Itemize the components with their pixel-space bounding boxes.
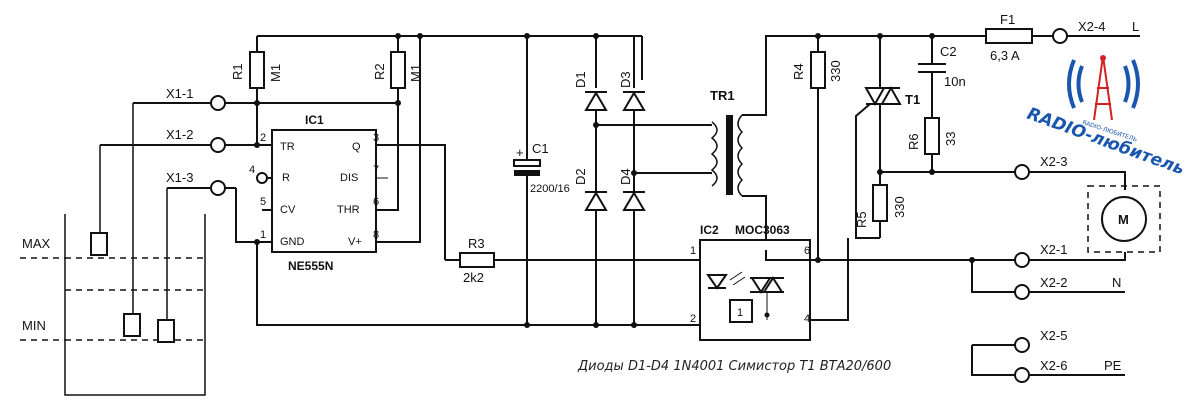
x1-connector: X1-1 X1-2 X1-3 bbox=[100, 86, 226, 196]
ic2-moc3063: IC2 MOC3063 1 2 6 4 1 bbox=[690, 223, 849, 341]
svg-text:X2-1: X2-1 bbox=[1040, 242, 1067, 257]
resistor-r5: R5 330 bbox=[854, 172, 907, 238]
max-label: MAX bbox=[22, 236, 51, 251]
svg-text:IC2: IC2 bbox=[700, 223, 719, 237]
svg-text:5: 5 bbox=[260, 196, 266, 208]
svg-text:TR: TR bbox=[280, 141, 295, 153]
svg-text:3: 3 bbox=[373, 132, 379, 144]
svg-text:1: 1 bbox=[260, 229, 266, 241]
svg-text:4: 4 bbox=[804, 313, 810, 325]
svg-text:330: 330 bbox=[892, 196, 907, 218]
min-label: MIN bbox=[22, 318, 46, 333]
svg-text:X2-2: X2-2 bbox=[1040, 275, 1067, 290]
fuse-f1: F1 6,3 A X2-4 L bbox=[880, 12, 1140, 63]
parts-note: Диоды D1-D4 1N4001 Симистор Т1 ВТА20/600 bbox=[577, 359, 891, 374]
svg-text:R6: R6 bbox=[906, 133, 921, 150]
diode-bridge: D1 D3 D2 D4 bbox=[573, 36, 646, 328]
svg-text:R5: R5 bbox=[854, 211, 869, 228]
svg-text:T1: T1 bbox=[905, 92, 920, 107]
svg-text:+: + bbox=[516, 145, 524, 160]
svg-text:1: 1 bbox=[690, 245, 696, 257]
svg-text:D2: D2 bbox=[573, 168, 588, 185]
svg-text:6,3 A: 6,3 A bbox=[990, 48, 1020, 63]
line-label-l: L bbox=[1132, 19, 1139, 34]
svg-text:V+: V+ bbox=[348, 236, 362, 248]
svg-text:R: R bbox=[282, 172, 290, 184]
svg-text:THR: THR bbox=[337, 204, 360, 216]
x1-2-label: X1-2 bbox=[166, 127, 193, 142]
svg-text:GND: GND bbox=[280, 236, 305, 248]
svg-text:M1: M1 bbox=[268, 64, 283, 82]
svg-text:TR1: TR1 bbox=[710, 88, 735, 103]
svg-text:Q: Q bbox=[352, 141, 361, 153]
svg-text:M: M bbox=[1118, 212, 1129, 227]
svg-text:2: 2 bbox=[690, 313, 696, 325]
capacitor-c1: + C1 2200/16 bbox=[513, 36, 570, 328]
svg-text:R4: R4 bbox=[791, 63, 806, 80]
x1-3-label: X1-3 bbox=[166, 170, 193, 185]
svg-text:D3: D3 bbox=[618, 71, 633, 88]
resistor-r1: R1 M1 bbox=[225, 36, 283, 145]
svg-text:IC1: IC1 bbox=[305, 113, 324, 127]
svg-text:2200/16: 2200/16 bbox=[530, 183, 570, 195]
probe-common bbox=[157, 319, 175, 343]
svg-text:X2-3: X2-3 bbox=[1040, 154, 1067, 169]
svg-text:X2-5: X2-5 bbox=[1040, 328, 1067, 343]
water-tank: MAX MIN bbox=[20, 214, 206, 396]
snubber-c2-r6: C2 10n R6 33 bbox=[880, 33, 1016, 175]
svg-text:4: 4 bbox=[249, 164, 255, 176]
resistor-r4: R4 330 bbox=[791, 33, 843, 263]
svg-text:C2: C2 bbox=[940, 44, 957, 59]
svg-text:10n: 10n bbox=[944, 74, 966, 89]
svg-text:N: N bbox=[1112, 275, 1121, 290]
svg-text:R1: R1 bbox=[230, 63, 245, 80]
svg-text:D1: D1 bbox=[573, 71, 588, 88]
svg-text:PE: PE bbox=[1104, 358, 1122, 373]
probe-max bbox=[90, 232, 108, 256]
svg-text:6: 6 bbox=[804, 245, 810, 257]
svg-text:DIS: DIS bbox=[340, 172, 358, 184]
svg-text:D4: D4 bbox=[618, 168, 633, 185]
svg-text:8: 8 bbox=[373, 229, 379, 241]
level-probes bbox=[90, 103, 175, 343]
x2-4-label: X2-4 bbox=[1078, 19, 1105, 34]
x2-connector: X2-3 X2-1 X2-2 N X2-5 X2-6 PE bbox=[848, 154, 1126, 383]
svg-text:7: 7 bbox=[373, 164, 379, 176]
terminal-x1-1 bbox=[210, 95, 226, 111]
x1-1-label: X1-1 bbox=[166, 86, 193, 101]
svg-text:2k2: 2k2 bbox=[463, 270, 484, 285]
terminal-x1-3 bbox=[210, 180, 226, 196]
terminal-x1-2 bbox=[210, 137, 226, 153]
svg-text:330: 330 bbox=[828, 60, 843, 82]
resistor-r3: R3 2k2 bbox=[445, 236, 700, 285]
svg-text:33: 33 bbox=[943, 132, 958, 146]
svg-text:MOC3063: MOC3063 bbox=[735, 223, 790, 237]
svg-text:CV: CV bbox=[280, 204, 296, 216]
svg-text:2: 2 bbox=[260, 132, 266, 144]
ic1-ne555: IC1 NE555N TR R CV GND Q DIS THR V+ 2 4 … bbox=[225, 36, 700, 326]
probe-min bbox=[123, 313, 141, 337]
svg-text:R3: R3 bbox=[468, 236, 485, 251]
svg-text:X2-6: X2-6 bbox=[1040, 358, 1067, 373]
svg-text:C1: C1 bbox=[532, 141, 549, 156]
svg-text:F1: F1 bbox=[1000, 12, 1015, 27]
triac-t1: T1 bbox=[855, 33, 920, 239]
svg-text:NE555N: NE555N bbox=[288, 259, 333, 273]
svg-text:1: 1 bbox=[737, 307, 743, 319]
svg-text:R2: R2 bbox=[372, 63, 387, 80]
svg-text:6: 6 bbox=[373, 196, 379, 208]
transformer-tr1: TR1 bbox=[596, 35, 880, 250]
motor: M bbox=[1087, 185, 1161, 253]
